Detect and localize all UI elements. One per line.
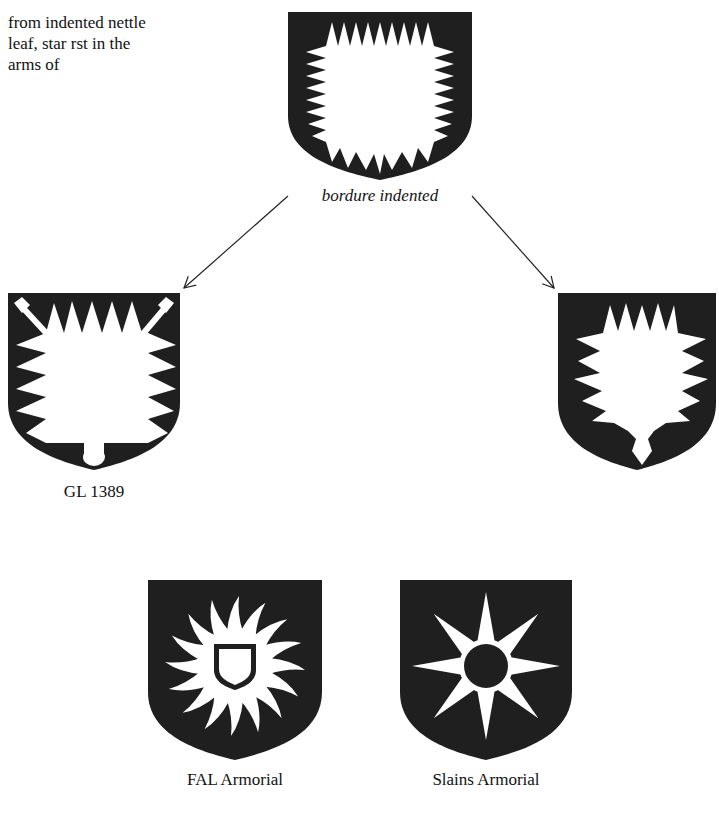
shield-node: Slains Armorial	[400, 580, 572, 790]
shield-node: FAL Armorial	[148, 580, 322, 790]
caption-text: from indented nettle leaf, star rst in t…	[8, 12, 148, 75]
shield-caption: Slains Armorial	[400, 770, 572, 790]
shield-caption: FAL Armorial	[148, 770, 322, 790]
arrow-connector	[472, 196, 554, 288]
shield-node: GL 1389	[8, 293, 180, 502]
shield-leaf	[558, 293, 716, 470]
shield-bordure-indented	[288, 12, 472, 180]
shield-node	[558, 293, 716, 470]
arrow-connector	[184, 196, 288, 288]
shield-caption: GL 1389	[8, 482, 180, 502]
shield-nettle-leaf	[8, 293, 180, 470]
shield-caption: bordure indented	[288, 186, 472, 206]
shield-sun	[148, 580, 322, 760]
shield-star	[400, 580, 572, 760]
shield-node: bordure indented	[288, 12, 472, 206]
